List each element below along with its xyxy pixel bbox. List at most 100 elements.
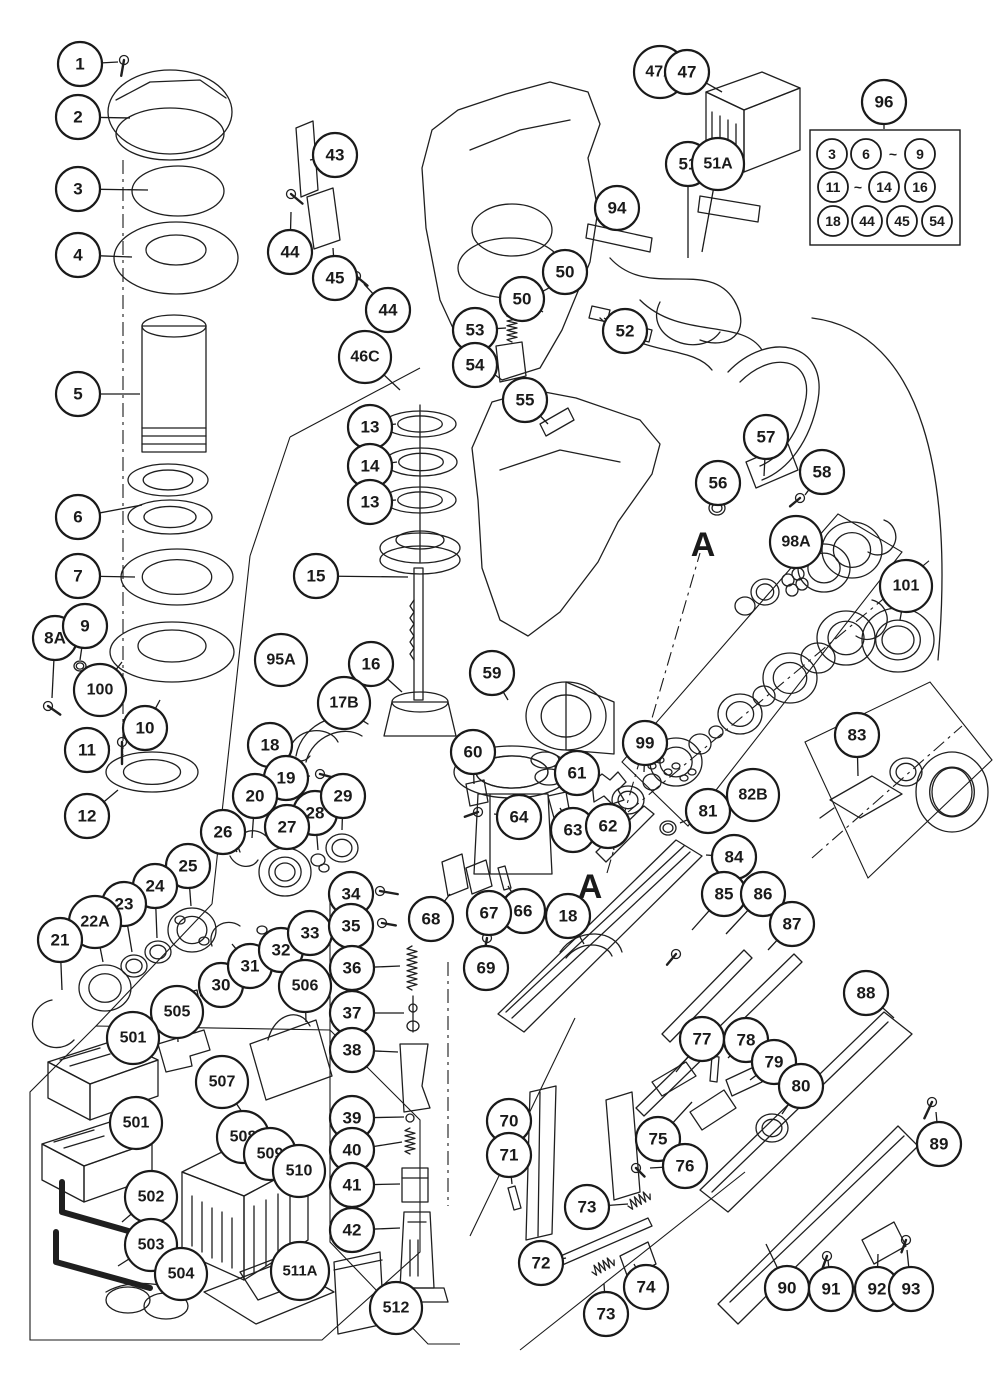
svg-text:33: 33 [301,924,320,943]
callout-15: 15 [292,552,340,600]
svg-text:10: 10 [136,719,155,738]
callout-20: 20 [231,772,279,820]
svg-text:506: 506 [292,978,319,995]
callout-72: 72 [517,1239,565,1287]
callout-85: 85 [700,870,748,918]
svg-text:1: 1 [75,55,84,74]
callout-19: 19 [262,754,310,802]
callout-96: 96 [860,78,908,126]
callout-70: 70 [485,1097,533,1145]
svg-text:87: 87 [783,915,802,934]
callout-68: 68 [407,895,455,943]
svg-text:13: 13 [361,418,380,437]
svg-text:90: 90 [778,1279,797,1298]
svg-text:82B: 82B [738,787,767,804]
svg-text:40: 40 [343,1141,362,1160]
callout-98A: 98A [768,514,824,570]
callout-59: 59 [468,649,516,697]
svg-text:74: 74 [637,1278,656,1297]
callout-91: 91 [807,1265,855,1313]
svg-text:35: 35 [342,917,361,936]
callout-76: 76 [661,1142,709,1190]
svg-text:69: 69 [477,959,496,978]
callout-94: 94 [593,184,641,232]
callout-86: 86 [739,870,787,918]
callout-61: 61 [553,749,601,797]
svg-text:17B: 17B [329,695,358,712]
svg-text:72: 72 [532,1254,551,1273]
svg-text:60: 60 [464,743,483,762]
svg-text:73: 73 [597,1305,616,1324]
callout-53: 53 [451,306,499,354]
callout-511A: 511A [269,1240,331,1302]
svg-text:11: 11 [78,741,96,760]
callout-balloons: 12345678A91001011124344454446C9450505354… [31,40,963,1338]
svg-text:511A: 511A [282,1263,317,1280]
section-letter-label: A [578,868,603,906]
callout-50: 50 [498,275,546,323]
svg-text:57: 57 [757,428,776,447]
svg-text:71: 71 [500,1146,519,1165]
svg-text:27: 27 [278,818,297,837]
svg-text:55: 55 [516,391,535,410]
callout-83: 83 [833,711,881,759]
svg-text:505: 505 [164,1004,191,1021]
svg-text:66: 66 [514,902,533,921]
svg-text:50: 50 [513,290,532,309]
svg-text:510: 510 [286,1163,313,1180]
svg-text:21: 21 [51,931,70,950]
svg-text:95A: 95A [266,652,296,669]
svg-text:3: 3 [73,180,82,199]
callout-11: 11 [63,726,111,774]
callout-5: 5 [54,370,102,418]
callout-80: 80 [777,1062,825,1110]
svg-text:50: 50 [556,263,575,282]
svg-text:52: 52 [616,322,635,341]
svg-text:91: 91 [822,1280,841,1299]
svg-text:54: 54 [929,213,945,229]
svg-text:16: 16 [362,655,381,674]
svg-text:59: 59 [483,664,502,683]
callout-43: 43 [311,131,359,179]
svg-text:501: 501 [123,1115,150,1132]
section-letter-label: A [691,526,716,564]
svg-text:32: 32 [272,941,291,960]
callout-73: 73 [582,1290,630,1338]
callout-74: 74 [622,1263,670,1311]
svg-text:8A: 8A [44,629,66,648]
callout-95A: 95A [253,632,309,688]
svg-text:62: 62 [599,817,618,836]
svg-text:73: 73 [578,1198,597,1217]
legend-item-45 [886,205,918,237]
svg-text:30: 30 [212,976,231,995]
svg-text:~: ~ [854,179,862,195]
svg-text:26: 26 [214,823,233,842]
callout-39: 39 [328,1094,376,1142]
svg-text:13: 13 [361,493,380,512]
callout-56: 56 [694,459,742,507]
callout-21: 21 [36,916,84,964]
legend-item-3 [816,138,848,170]
callout-51A: 51A [690,136,746,192]
callout-40: 40 [328,1126,376,1174]
legend-item-18 [817,205,849,237]
svg-text:92: 92 [868,1280,887,1299]
svg-text:98A: 98A [781,534,811,551]
svg-text:88: 88 [857,984,876,1003]
legend-item-14 [868,171,900,203]
callout-27: 27 [263,803,311,851]
svg-text:42: 42 [343,1221,362,1240]
svg-text:75: 75 [649,1130,668,1149]
callout-38: 38 [328,1026,376,1074]
svg-text:45: 45 [894,213,910,229]
legend-item-54 [921,205,953,237]
callout-46C: 46C [337,329,393,385]
callout-512: 512 [368,1280,424,1336]
callout-37: 37 [328,989,376,1037]
svg-text:18: 18 [825,213,841,229]
svg-text:16: 16 [912,179,928,195]
callout-88: 88 [842,969,890,1017]
axis-lines [122,160,963,1206]
callout-87: 87 [768,900,816,948]
